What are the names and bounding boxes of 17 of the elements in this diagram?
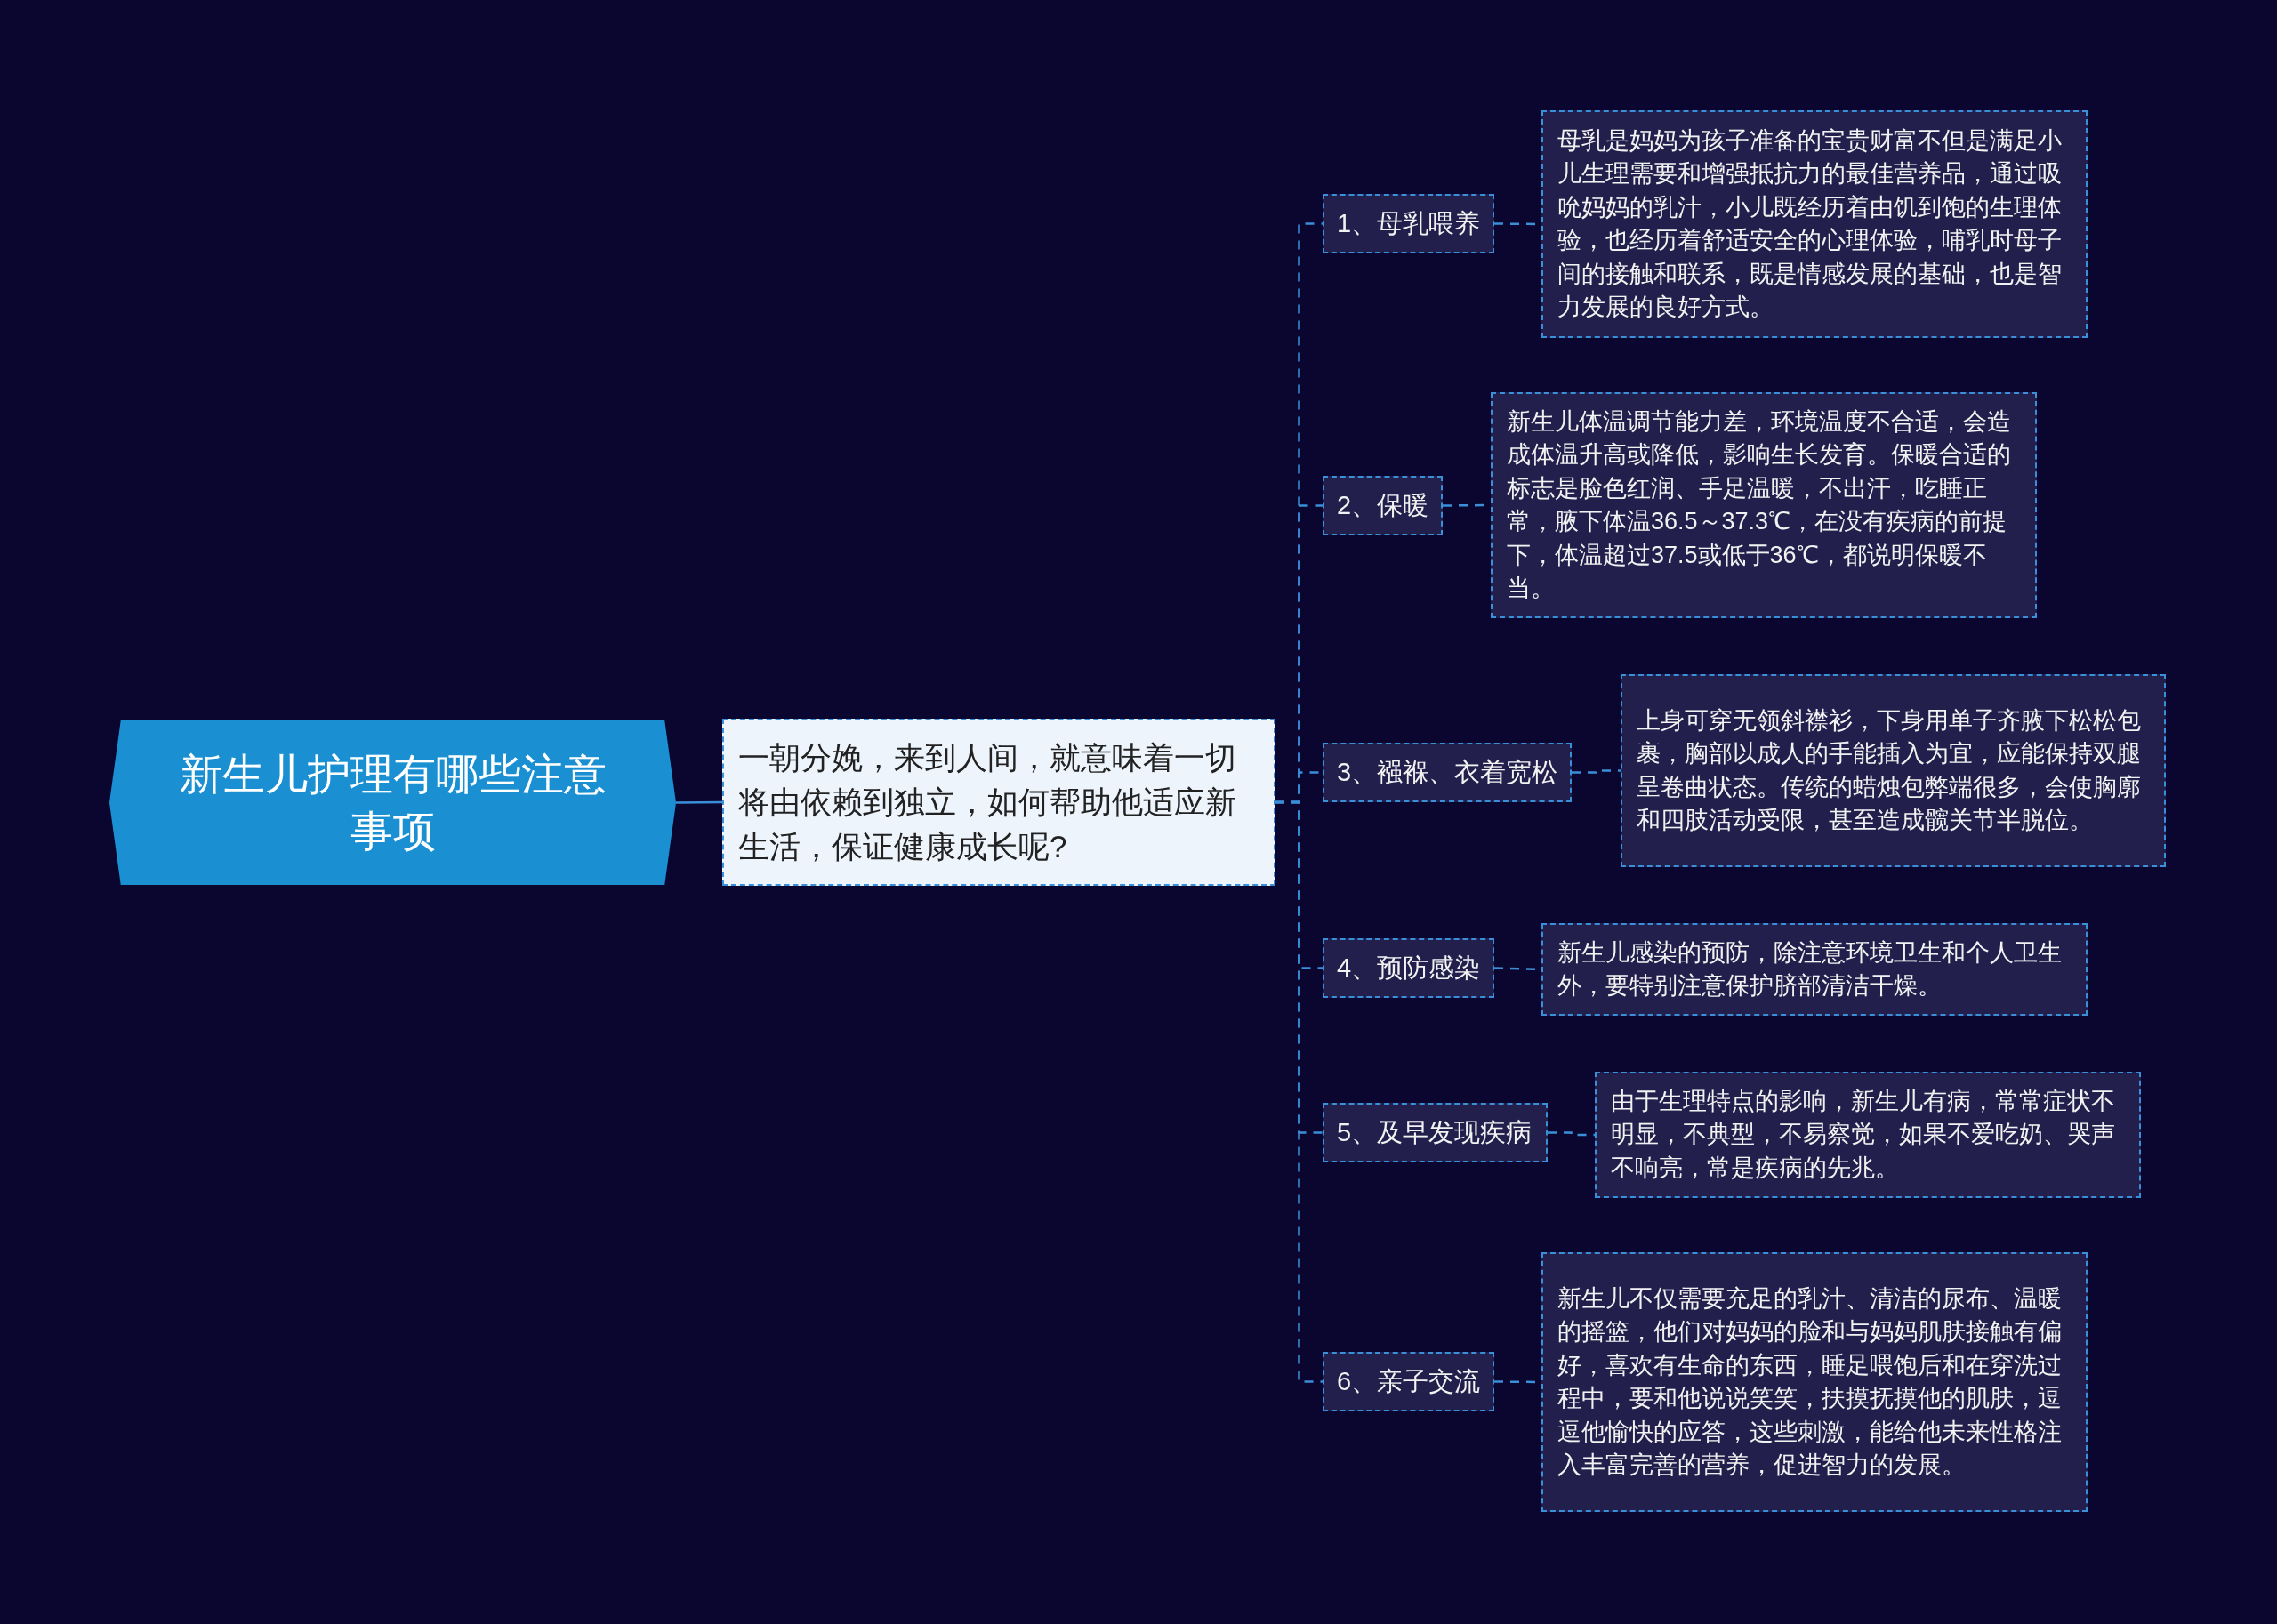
detail-box: 由于生理特点的影响，新生儿有病，常常症状不明显，不典型，不易察觉，如果不爱吃奶、哭声不响亮，常是疾病的先兆。 bbox=[1595, 1072, 2141, 1198]
intro-box: 一朝分娩，来到人间，就意味着一切将由依赖到独立，如何帮助他适应新生活，保证健康成长呢? bbox=[722, 719, 1275, 886]
branch-label: 4、预防感染 bbox=[1323, 938, 1494, 998]
detail-box: 新生儿感染的预防，除注意环境卫生和个人卫生外，要特别注意保护脐部清洁干燥。 bbox=[1541, 923, 2088, 1016]
connector-line bbox=[676, 800, 722, 804]
branch-label: 1、母乳喂养 bbox=[1323, 194, 1494, 253]
connector-line bbox=[1275, 800, 1323, 1383]
detail-box: 母乳是妈妈为孩子准备的宝贵财富不但是满足小儿生理需要和增强抵抗力的最佳营养品，通过吸吮妈妈的乳汁，小儿既经历着由饥到饱的生理体验，也经历着舒适安全的心理体验，哺乳时母子间的接触和联系，既是情感发展的基础，也是智力发展的良好方式。 bbox=[1541, 110, 2088, 338]
branch-label: 6、亲子交流 bbox=[1323, 1352, 1494, 1411]
connector-line bbox=[1572, 769, 1621, 774]
branch-label: 2、保暖 bbox=[1323, 476, 1443, 535]
detail-box: 新生儿体温调节能力差，环境温度不合适，会造成体温升高或降低，影响生长发育。保暖合适的标志是脸色红润、手足温暖，不出汗，吃睡正常，腋下体温36.5～37.3℃，在没有疾病的前提下，体温超过37.5或低于36℃，都说明保暖不当。 bbox=[1491, 392, 2037, 618]
connector-line bbox=[1548, 1131, 1595, 1137]
branch-label: 5、及早发现疾病 bbox=[1323, 1103, 1548, 1162]
detail-box: 新生儿不仅需要充足的乳汁、清洁的尿布、温暖的摇篮，他们对妈妈的脸和与妈妈肌肤接触有偏好，喜欢有生命的东西，睡足喂饱后和在穿洗过程中，要和他说说笑笑，扶摸抚摸他的肌肤，逗逗他愉快的应答，这些刺激，能给他未来性格注入丰富完善的营养，促进智力的发展。 bbox=[1541, 1252, 2088, 1512]
detail-box: 上身可穿无领斜襟衫，下身用单子齐腋下松松包裹，胸部以成人的手能插入为宜，应能保持双腿呈卷曲状态。传统的蜡烛包弊端很多，会使胸廓和四肢活动受限，甚至造成髋关节半脱位。 bbox=[1621, 674, 2166, 867]
branch-label: 3、襁褓、衣着宽松 bbox=[1323, 743, 1572, 802]
